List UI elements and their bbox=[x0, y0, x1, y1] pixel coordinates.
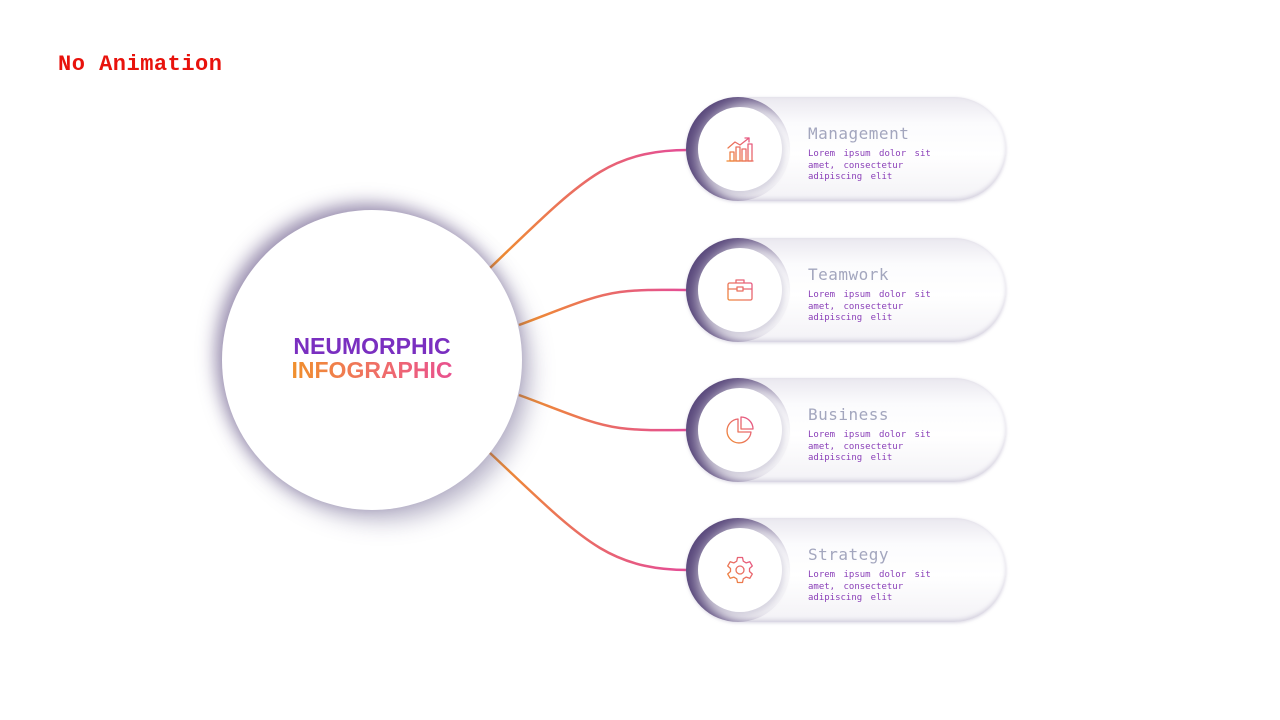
item-strategy-title: Strategy bbox=[808, 545, 890, 564]
connector-strategy bbox=[489, 452, 689, 572]
connector-business bbox=[518, 393, 689, 432]
no-animation-label: No Animation bbox=[58, 52, 223, 77]
item-business-card: Business Lorem ipsum dolor sit amet, con… bbox=[686, 378, 1006, 482]
item-management-description: Lorem ipsum dolor sit amet, consectetur … bbox=[808, 149, 931, 183]
item-teamwork-card: Teamwork Lorem ipsum dolor sit amet, con… bbox=[686, 238, 1006, 342]
pie-chart-icon bbox=[726, 416, 754, 444]
connector-management bbox=[489, 148, 689, 269]
item-business-icon-disc bbox=[698, 388, 782, 472]
item-management-icon-disc bbox=[698, 107, 782, 191]
item-management-card: Management Lorem ipsum dolor sit amet, c… bbox=[686, 97, 1006, 201]
bar-chart-growth-icon bbox=[726, 137, 754, 162]
hub-title-line2: INFOGRAPHIC bbox=[291, 357, 453, 383]
briefcase-icon bbox=[727, 279, 753, 301]
connector-teamwork bbox=[518, 288, 689, 327]
item-business-description: Lorem ipsum dolor sit amet, consectetur … bbox=[808, 430, 931, 464]
item-teamwork-icon-disc bbox=[698, 248, 782, 332]
hub-title-line1: NEUMORPHIC bbox=[293, 333, 451, 359]
item-strategy-icon-disc bbox=[698, 528, 782, 612]
hub-circle: NEUMORPHIC INFOGRAPHIC bbox=[222, 210, 522, 510]
item-strategy-description: Lorem ipsum dolor sit amet, consectetur … bbox=[808, 570, 931, 604]
item-teamwork-title: Teamwork bbox=[808, 265, 890, 284]
item-business-title: Business bbox=[808, 405, 890, 424]
item-strategy-card: Strategy Lorem ipsum dolor sit amet, con… bbox=[686, 518, 1006, 622]
gear-icon bbox=[727, 556, 753, 584]
item-management-title: Management bbox=[808, 124, 910, 143]
item-teamwork-description: Lorem ipsum dolor sit amet, consectetur … bbox=[808, 290, 931, 324]
